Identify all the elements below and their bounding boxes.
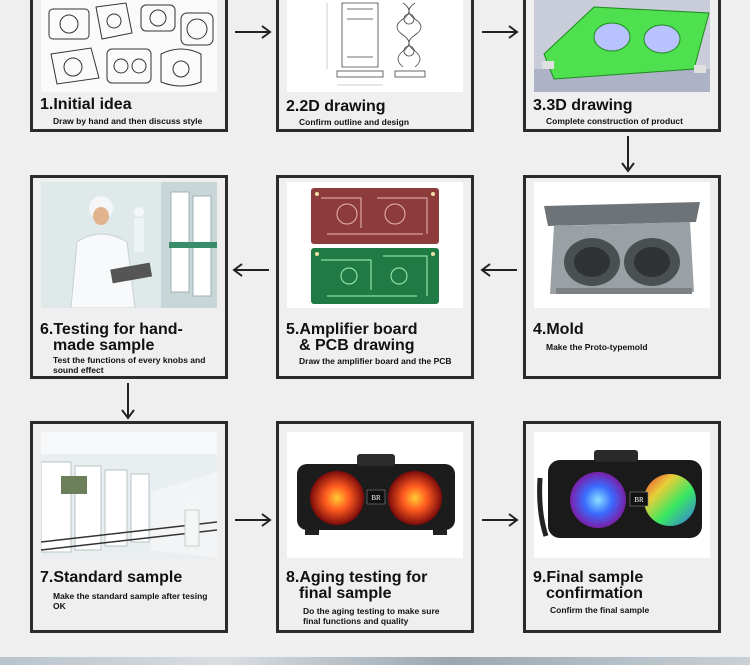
step-description: Make the standard sample after tesing OK: [53, 591, 208, 611]
step-description: Do the aging testing to make sure final …: [303, 606, 440, 626]
arrow-left-icon: [480, 263, 517, 277]
technical-drawing-image: [287, 0, 463, 92]
step-title: 5.Amplifier board & PCB drawing: [286, 321, 418, 354]
step-description: Make the Proto-typemold: [546, 342, 648, 352]
speaker-logo: BR: [634, 496, 644, 504]
step-title: 6.Testing for hand- made sample: [40, 321, 183, 354]
step-description: Test the functions of every knobs and so…: [53, 355, 206, 375]
step-title: 2.2D drawing: [286, 98, 386, 115]
bottom-banner-strip: [0, 657, 750, 665]
speaker-image: BR: [287, 432, 463, 558]
step-title: 3.3D drawing: [533, 97, 633, 114]
mold-image: [534, 182, 710, 308]
step-description: Draw the amplifier board and the PCB: [299, 356, 452, 366]
step-title: 1.Initial idea: [40, 96, 132, 113]
step-title: 8.Aging testing for final sample: [286, 569, 428, 602]
speaker-logo: BR: [371, 494, 381, 502]
step-title: 4.Mold: [533, 321, 584, 338]
arrow-right-icon: [235, 25, 272, 39]
step-description: Complete construction of product: [546, 116, 683, 126]
step-card-5: 5.Amplifier board & PCB drawing Draw the…: [276, 175, 474, 379]
speaker-led-image: BR: [534, 432, 710, 558]
arrow-right-icon: [482, 513, 519, 527]
arrow-right-icon: [235, 513, 272, 527]
step-title: 7.Standard sample: [40, 569, 183, 586]
arrow-down-icon: [121, 383, 135, 420]
arrow-left-icon: [232, 263, 269, 277]
step-description: Confirm outline and design: [299, 117, 410, 127]
step-card-9: BR 9.Final sample confirmation Confirm t…: [523, 421, 721, 633]
step-description: Draw by hand and then discuss style: [53, 116, 203, 126]
step-card-4: 4.Mold Make the Proto-typemold: [523, 175, 721, 379]
step-card-3: 3.3D drawing Complete construction of pr…: [523, 0, 721, 132]
step-title: 9.Final sample confirmation: [533, 569, 644, 602]
pcb-image: [287, 182, 463, 308]
step-card-6: 6.Testing for hand- made sample Test the…: [30, 175, 228, 379]
step-card-8: BR 8.Aging testing for final sample Do t…: [276, 421, 474, 633]
3d-model-image: [534, 0, 710, 92]
arrow-down-icon: [621, 136, 635, 173]
step-card-7: 7.Standard sample Make the standard samp…: [30, 421, 228, 633]
production-line-image: [41, 432, 217, 558]
step-card-1: 1.Initial idea Draw by hand and then dis…: [30, 0, 228, 132]
factory-worker-image: [41, 182, 217, 308]
step-description: Confirm the final sample: [550, 605, 650, 615]
arrow-right-icon: [482, 25, 519, 39]
step-card-2: 2.2D drawing Confirm outline and design: [276, 0, 474, 132]
hand-sketch-image: [41, 0, 217, 92]
